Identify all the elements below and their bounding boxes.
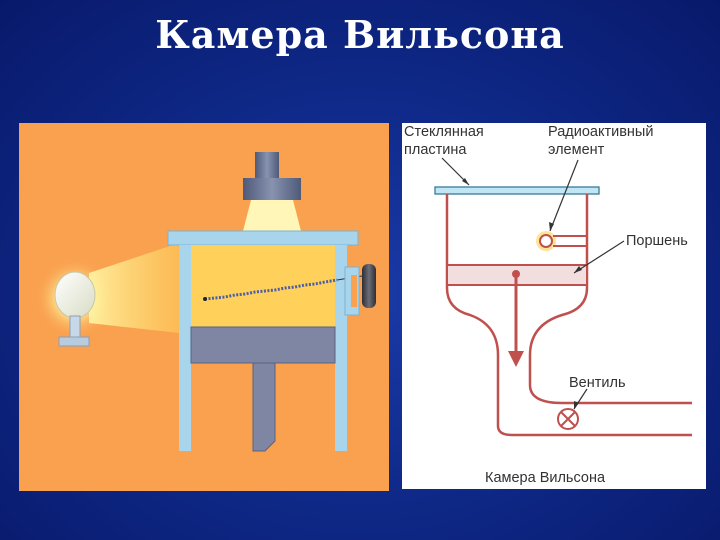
lamp-bulb bbox=[54, 271, 96, 319]
chamber-wall-left bbox=[445, 194, 692, 437]
particle-track bbox=[204, 278, 338, 301]
lamp-neck bbox=[69, 315, 81, 339]
label-glass-plate-line2: пластина bbox=[404, 142, 467, 158]
diagram-caption: Камера Вильсона bbox=[485, 470, 606, 486]
cloud-chamber-illustration bbox=[19, 123, 389, 491]
illustration-canvas bbox=[35, 152, 376, 452]
piston-rod bbox=[252, 362, 276, 452]
glass-plate bbox=[434, 186, 600, 195]
particle-source-dot bbox=[203, 297, 207, 301]
light-beam bbox=[89, 243, 179, 333]
label-radioactive-line2: элемент bbox=[548, 142, 605, 158]
source-holder-inner bbox=[351, 275, 357, 307]
valve-arrowhead bbox=[574, 401, 579, 409]
radioactive-element bbox=[539, 234, 553, 248]
camera-body bbox=[243, 178, 301, 200]
cloud-chamber-schematic: Стеклянная пластина Радиоактивный элемен… bbox=[402, 123, 706, 489]
label-valve: Вентиль bbox=[569, 375, 626, 391]
glass-top-plate bbox=[167, 230, 359, 246]
slide-title: Камера Вильсона bbox=[155, 12, 565, 57]
lamp-base bbox=[58, 336, 90, 347]
label-glass-plate-line1: Стеклянная bbox=[404, 124, 484, 140]
radioactive-pointer bbox=[549, 159, 579, 232]
schematic-canvas: Стеклянная пластина Радиоактивный элемен… bbox=[404, 124, 692, 486]
label-radioactive-line1: Радиоактивный bbox=[548, 124, 653, 140]
piston-pointer bbox=[573, 240, 625, 274]
valve-cross-b bbox=[560, 411, 576, 427]
radioactive-arrowhead bbox=[549, 222, 554, 231]
piston-motion-arrowhead bbox=[508, 351, 524, 367]
chamber-wall-right bbox=[528, 194, 692, 405]
label-piston: Поршень bbox=[626, 233, 688, 249]
glass-plate-arrowhead bbox=[462, 178, 469, 185]
frame-post-left bbox=[179, 245, 191, 451]
camera-lens-body bbox=[255, 152, 279, 178]
chamber-interior bbox=[191, 245, 335, 327]
piston-plate bbox=[190, 326, 336, 364]
camera-view-cone bbox=[243, 200, 301, 231]
frame-post-right bbox=[335, 245, 347, 451]
piston-arrowhead bbox=[574, 266, 582, 273]
source-rod bbox=[362, 264, 376, 308]
